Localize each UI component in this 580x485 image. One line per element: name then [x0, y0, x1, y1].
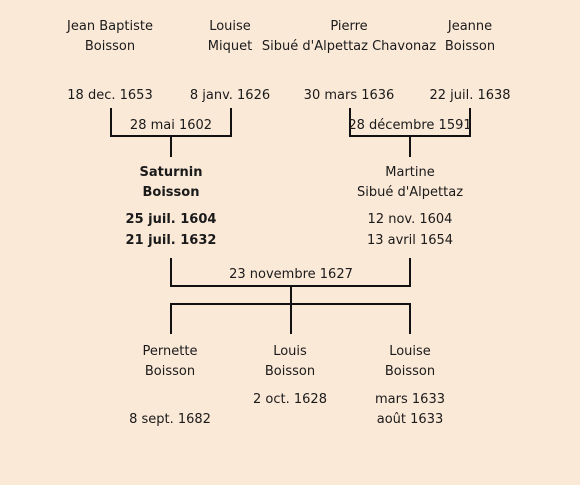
last-name: Boisson [264, 364, 316, 379]
last-name: Boisson [84, 39, 136, 54]
death-date: 8 janv. 1626 [189, 88, 271, 103]
marriage-date-right: 28 décembre 1591 [348, 118, 472, 133]
first-name: Saturnin [139, 165, 203, 180]
birth-date: 25 juil. 1604 [125, 212, 217, 227]
last-name: Miquet [207, 39, 253, 54]
marriage-date-parents: 23 novembre 1627 [229, 267, 353, 282]
birth-date: mars 1633 [375, 392, 445, 407]
death-date: 30 mars 1636 [303, 88, 395, 103]
last-name: Sibué d'Alpettaz Chavonaz [261, 39, 437, 54]
death-date: 18 dec. 1653 [67, 88, 153, 103]
first-name: Martine [385, 165, 435, 180]
last-name: Boisson [142, 185, 200, 200]
last-name: Sibué d'Alpettaz [356, 185, 464, 200]
last-name: Boisson [144, 364, 196, 379]
first-name: Louise [209, 19, 251, 34]
death-date: 8 sept. 1682 [129, 412, 211, 427]
birth-date: 12 nov. 1604 [367, 212, 453, 227]
last-name: Boisson [444, 39, 496, 54]
death-date: 21 juil. 1632 [125, 233, 217, 248]
birth-date: 2 oct. 1628 [253, 392, 327, 407]
first-name: Pernette [142, 344, 198, 359]
marriage-date-left: 28 mai 1602 [129, 118, 213, 133]
last-name: Boisson [384, 364, 436, 379]
death-date: 22 juil. 1638 [429, 88, 511, 103]
first-name: Louis [273, 344, 307, 359]
death-date: 13 avril 1654 [366, 233, 454, 248]
first-name: Jean Baptiste [67, 19, 153, 34]
first-name: Louise [389, 344, 431, 359]
first-name: Pierre [330, 19, 368, 34]
first-name: Jeanne [447, 19, 493, 34]
death-date: août 1633 [376, 412, 444, 427]
